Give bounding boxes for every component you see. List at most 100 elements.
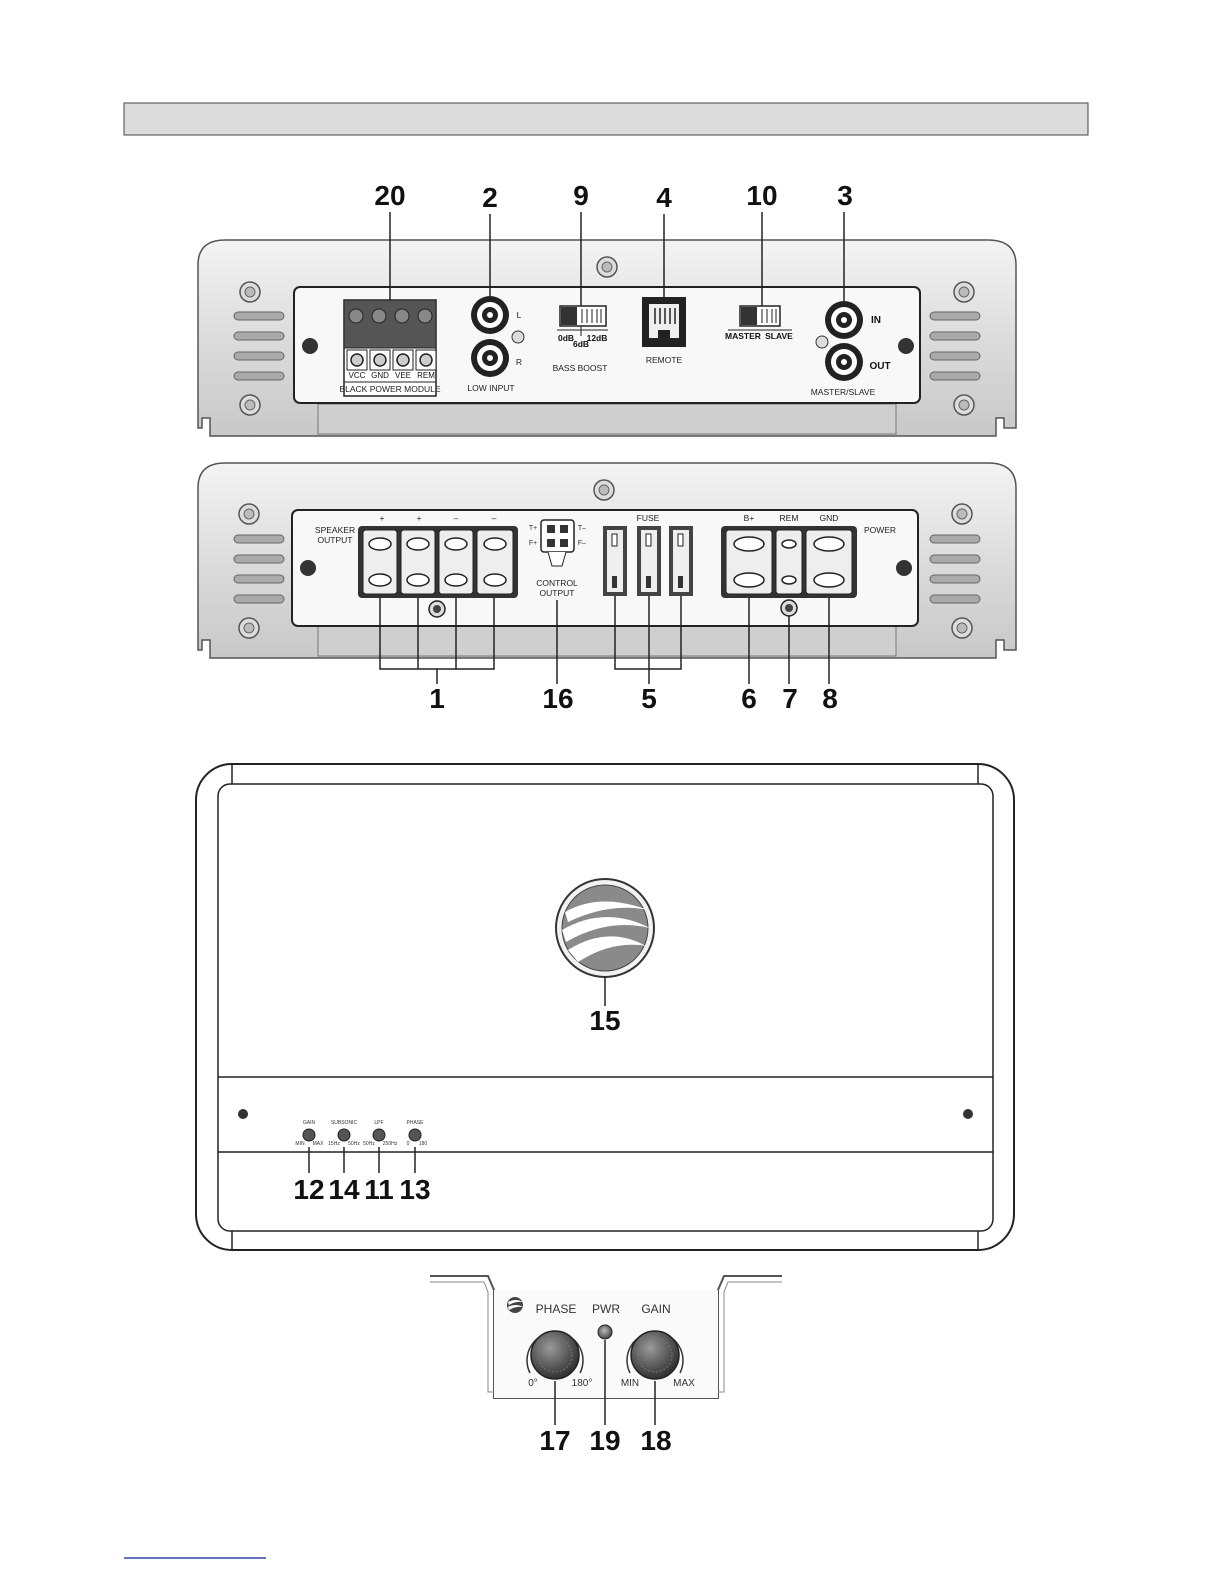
power-label: POWER bbox=[864, 525, 896, 535]
plug-label: T– bbox=[578, 525, 586, 532]
vent-slots-right bbox=[929, 534, 981, 604]
plug-label: T+ bbox=[529, 525, 537, 532]
phase-control-label: PHASE bbox=[407, 1120, 425, 1126]
brand-logo-icon bbox=[507, 1297, 523, 1313]
rca-right-label: R bbox=[516, 357, 522, 367]
terminal-label-vee: VEE bbox=[395, 371, 411, 380]
terminal-label-vcc: VCC bbox=[349, 371, 366, 380]
bass-boost-switch: 0dB 6dB 12dB BASS BOOST bbox=[553, 305, 608, 373]
header-bar bbox=[123, 102, 1089, 136]
phase-control: PHASE 0 180 bbox=[407, 1120, 428, 1147]
callout-3: 3 bbox=[837, 180, 853, 211]
module-label: BLACK POWER MODULE bbox=[339, 384, 440, 394]
callout-5: 5 bbox=[641, 683, 657, 714]
gain-control: GAIN MIN MAX bbox=[295, 1120, 324, 1147]
master-slave-rca: IN OUT MASTER/SLAVE bbox=[811, 301, 891, 397]
master-slave-switch: MASTER SLAVE bbox=[725, 305, 793, 341]
callout-17: 17 bbox=[539, 1425, 570, 1456]
subsonic-control: SUBSONIC 15Hz 50Hz bbox=[328, 1120, 360, 1147]
callout-11: 11 bbox=[364, 1174, 394, 1205]
pwr-label: PWR bbox=[592, 1302, 620, 1316]
hex-screw-icon bbox=[896, 560, 912, 576]
callout-7: 7 bbox=[782, 683, 798, 714]
terminal-label-gnd: GND bbox=[371, 371, 389, 380]
lpf-control-min: 50Hz bbox=[363, 1141, 375, 1147]
vent-slots-right bbox=[929, 311, 981, 381]
control-output-plug: T+ T– F+ F– CONTROL OUTPUT bbox=[529, 519, 586, 598]
rem-label: REM bbox=[780, 513, 799, 523]
speaker-output-label-line2: OUTPUT bbox=[318, 535, 353, 545]
subsonic-control-max: 50Hz bbox=[348, 1141, 360, 1147]
subsonic-control-min: 15Hz bbox=[328, 1141, 340, 1147]
low-input-rca: L R LOW INPUT bbox=[467, 296, 525, 393]
terminal-label-rem: REM bbox=[417, 371, 435, 380]
phase-min-label: 0° bbox=[528, 1378, 538, 1389]
gain-control-max: MAX bbox=[313, 1141, 325, 1147]
callout-10: 10 bbox=[746, 180, 777, 211]
power-led-icon bbox=[597, 1324, 613, 1340]
callout-14: 14 bbox=[328, 1174, 360, 1205]
phase-knob bbox=[526, 1330, 584, 1380]
b-plus-label: B+ bbox=[744, 513, 755, 523]
gnd-label: GND bbox=[820, 513, 839, 523]
callout-8: 8 bbox=[822, 683, 838, 714]
callout-9: 9 bbox=[573, 180, 589, 211]
vent-slots-left bbox=[233, 311, 285, 381]
callout-18: 18 bbox=[640, 1425, 671, 1456]
callout-4: 4 bbox=[656, 182, 672, 213]
gain-knob-label: GAIN bbox=[641, 1302, 670, 1316]
callout-15: 15 bbox=[589, 1005, 620, 1036]
hex-screw-icon bbox=[963, 1109, 973, 1119]
gain-max-label: MAX bbox=[673, 1378, 695, 1389]
callout-16: 16 bbox=[542, 683, 573, 714]
lpf-control-max: 250Hz bbox=[383, 1141, 398, 1147]
power-terminals: B+ REM GND POWER bbox=[721, 513, 896, 617]
callout-6: 6 bbox=[741, 683, 757, 714]
plug-label: F+ bbox=[529, 540, 537, 547]
callout-13: 13 bbox=[399, 1174, 430, 1205]
gain-knob bbox=[626, 1330, 684, 1380]
gain-control-min: MIN bbox=[295, 1141, 305, 1147]
bass-boost-6db: 6dB bbox=[573, 339, 589, 349]
mounting-screw-icon bbox=[239, 256, 975, 416]
master-label: MASTER bbox=[725, 331, 761, 341]
output-side-panel: SPEAKER OUTPUT + + – – T+ T– F+ F– bbox=[197, 462, 1017, 714]
callout-1: 1 bbox=[429, 683, 445, 714]
slave-label: SLAVE bbox=[765, 331, 793, 341]
phase-max-label: 180° bbox=[572, 1378, 593, 1389]
plug-label: F– bbox=[578, 540, 586, 547]
fuse-holders: FUSE bbox=[603, 513, 693, 596]
top-view-panel: 15 GAIN MIN MAX SUBSONIC 15Hz 50Hz LPF 5… bbox=[195, 763, 1015, 1251]
callout-19: 19 bbox=[589, 1425, 620, 1456]
hex-screw-icon bbox=[300, 560, 316, 576]
speaker-sign: – bbox=[454, 513, 459, 523]
out-label: OUT bbox=[869, 361, 890, 372]
mounting-screw-icon bbox=[238, 479, 973, 639]
bass-boost-0db: 0dB bbox=[558, 333, 574, 343]
master-slave-label: MASTER/SLAVE bbox=[811, 387, 876, 397]
brand-logo-icon bbox=[555, 878, 655, 978]
lpf-control: LPF 50Hz 250Hz bbox=[363, 1120, 398, 1147]
control-output-label-line1: CONTROL bbox=[536, 578, 578, 588]
control-output-label-line2: OUTPUT bbox=[540, 588, 575, 598]
hex-screw-icon bbox=[238, 1109, 248, 1119]
rca-left-label: L bbox=[517, 310, 522, 320]
phase-control-max: 180 bbox=[419, 1141, 428, 1147]
subsonic-control-label: SUBSONIC bbox=[331, 1120, 358, 1126]
hex-screw-icon bbox=[302, 338, 318, 354]
hex-screw-icon bbox=[898, 338, 914, 354]
black-power-module: VCC GND VEE REM BLACK POWER MODULE bbox=[339, 299, 441, 397]
speaker-output-label-line1: SPEAKER bbox=[315, 525, 355, 535]
bass-boost-label: BASS BOOST bbox=[553, 363, 608, 373]
vent-slots-left bbox=[233, 534, 285, 604]
speaker-sign: + bbox=[380, 513, 385, 523]
callout-12: 12 bbox=[293, 1174, 324, 1205]
speaker-sign: + bbox=[417, 513, 422, 523]
speaker-sign: – bbox=[492, 513, 497, 523]
callout-2: 2 bbox=[482, 182, 498, 213]
phase-control-min: 0 bbox=[407, 1141, 410, 1147]
lpf-control-label: LPF bbox=[374, 1120, 383, 1126]
gain-min-label: MIN bbox=[621, 1378, 639, 1389]
remote-label: REMOTE bbox=[646, 355, 683, 365]
